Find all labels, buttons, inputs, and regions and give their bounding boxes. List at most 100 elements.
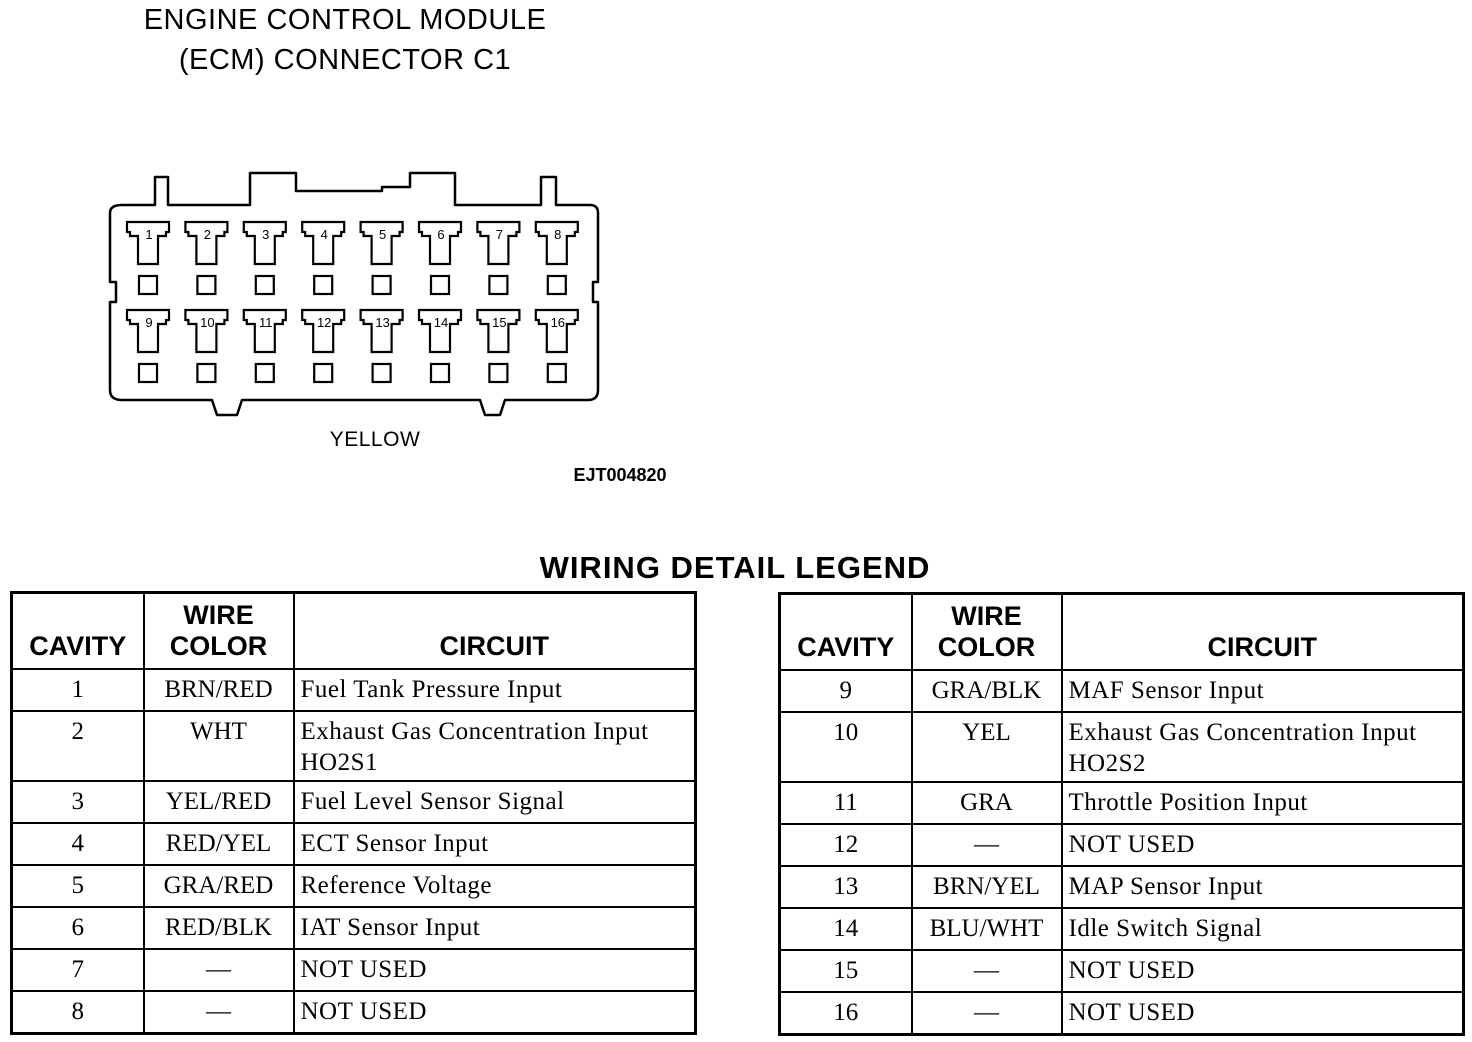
table-row: 8—NOT USED (10, 990, 697, 1035)
terminal-lock-window (371, 274, 392, 296)
table-header-row: CAVITY WIRE COLOR CIRCUIT (778, 592, 1465, 671)
wire-color-cell: — (142, 990, 295, 1035)
header-color-line: COLOR (169, 631, 268, 661)
terminal-lock-window (254, 362, 275, 384)
terminal-outline (476, 308, 521, 354)
terminal-outline (184, 220, 229, 266)
cavity-cell: 9 (778, 669, 913, 713)
terminal-outline (534, 220, 579, 266)
cavity-cell: 14 (778, 907, 913, 951)
terminal-outline (359, 220, 404, 266)
cavity-cell: 10 (778, 711, 913, 783)
title-line-2: (ECM) CONNECTOR C1 (178, 44, 512, 76)
table-header-row: CAVITY WIRE COLOR CIRCUIT (10, 591, 697, 670)
terminal-cavity-6: 6 (417, 220, 463, 296)
terminal-outline (125, 220, 171, 266)
terminal-number: 12 (317, 315, 331, 330)
cavity-cell: 1 (10, 668, 145, 712)
cavity-cell: 16 (778, 991, 913, 1036)
terminal-outline (242, 308, 287, 354)
terminal-number: 13 (375, 315, 389, 330)
terminal-number: 15 (492, 315, 506, 330)
wire-color-cell: GRA/BLK (910, 669, 1063, 713)
terminal-cavity-8: 8 (534, 220, 579, 296)
connector-color-label: YELLOW (329, 428, 421, 451)
terminal-cavity-13: 13 (359, 308, 404, 384)
wire-color-cell: BRN/RED (142, 668, 295, 712)
circuit-cell: MAF Sensor Input (1060, 669, 1465, 713)
circuit-cell: NOT USED (292, 948, 697, 992)
terminal-lock-window (429, 274, 451, 296)
table-row: 7—NOT USED (10, 948, 697, 992)
terminal-outline (417, 220, 463, 266)
circuit-cell: NOT USED (1060, 949, 1465, 993)
cavity-cell: 13 (778, 865, 913, 909)
terminal-number: 10 (200, 315, 214, 330)
terminal-outline (301, 308, 346, 354)
terminal-cavity-10: 10 (184, 308, 229, 384)
circuit-cell: NOT USED (292, 990, 697, 1035)
cavity-cell: 7 (10, 948, 145, 992)
circuit-cell: Reference Voltage (292, 864, 697, 908)
wire-color-cell: GRA/RED (142, 864, 295, 908)
table-row: 16—NOT USED (778, 991, 1465, 1036)
diagram-title: ENGINE CONTROL MODULE (ECM) CONNECTOR C1 (110, 0, 580, 80)
circuit-cell: Throttle Position Input (1060, 781, 1465, 825)
terminal-lock-window (488, 362, 509, 384)
terminal-lock-window (137, 274, 159, 296)
terminal-cavity-16: 16 (534, 308, 579, 384)
wire-color-cell: — (910, 823, 1063, 867)
cavity-cell: 3 (10, 780, 145, 824)
terminal-number: 7 (496, 227, 503, 242)
legend-title: WIRING DETAIL LEGEND (539, 550, 931, 585)
header-cavity: CAVITY (778, 592, 913, 671)
cavity-cell: 2 (10, 710, 145, 782)
terminal-lock-window (546, 362, 567, 384)
terminal-cavity-15: 15 (476, 308, 521, 384)
cavity-cell: 11 (778, 781, 913, 825)
circuit-cell: NOT USED (1060, 823, 1465, 867)
table-row: 15—NOT USED (778, 949, 1465, 993)
wire-color-cell: YEL/RED (142, 780, 295, 824)
connector-housing-outline (108, 171, 600, 417)
header-circuit: CIRCUIT (1060, 592, 1465, 671)
terminal-lock-window (371, 362, 392, 384)
terminal-lock-window (137, 362, 159, 384)
terminal-cavity-14: 14 (417, 308, 463, 384)
wire-color-cell: — (142, 948, 295, 992)
wire-color-cell: YEL (910, 711, 1063, 783)
terminal-number: 2 (204, 227, 211, 242)
terminal-lock-window (254, 274, 275, 296)
terminal-lock-window (546, 274, 567, 296)
terminal-lock-window (196, 362, 217, 384)
terminal-number: 8 (554, 227, 561, 242)
circuit-cell: Exhaust Gas Concentration Input HO2S1 (292, 710, 697, 782)
circuit-cell: ECT Sensor Input (292, 822, 697, 866)
circuit-cell: IAT Sensor Input (292, 906, 697, 950)
terminal-outline (417, 308, 463, 354)
circuit-cell: Fuel Level Sensor Signal (292, 780, 697, 824)
terminal-number: 1 (145, 227, 152, 242)
cavity-cell: 8 (10, 990, 145, 1035)
circuit-cell: Idle Switch Signal (1060, 907, 1465, 951)
circuit-cell: Fuel Tank Pressure Input (292, 668, 697, 712)
terminal-cavity-12: 12 (301, 308, 346, 384)
terminal-number: 9 (145, 315, 152, 330)
wire-color-cell: RED/BLK (142, 906, 295, 950)
terminal-number: 6 (437, 227, 444, 242)
terminal-outline (184, 308, 229, 354)
header-circuit: CIRCUIT (292, 591, 697, 670)
cavity-cell: 12 (778, 823, 913, 867)
terminal-cavity-9: 9 (125, 308, 171, 384)
terminal-outline (242, 220, 287, 266)
table-row: 12—NOT USED (778, 823, 1465, 867)
header-color-line: COLOR (937, 632, 1036, 662)
terminal-cavity-4: 4 (301, 220, 346, 296)
terminal-cavity-7: 7 (476, 220, 521, 296)
